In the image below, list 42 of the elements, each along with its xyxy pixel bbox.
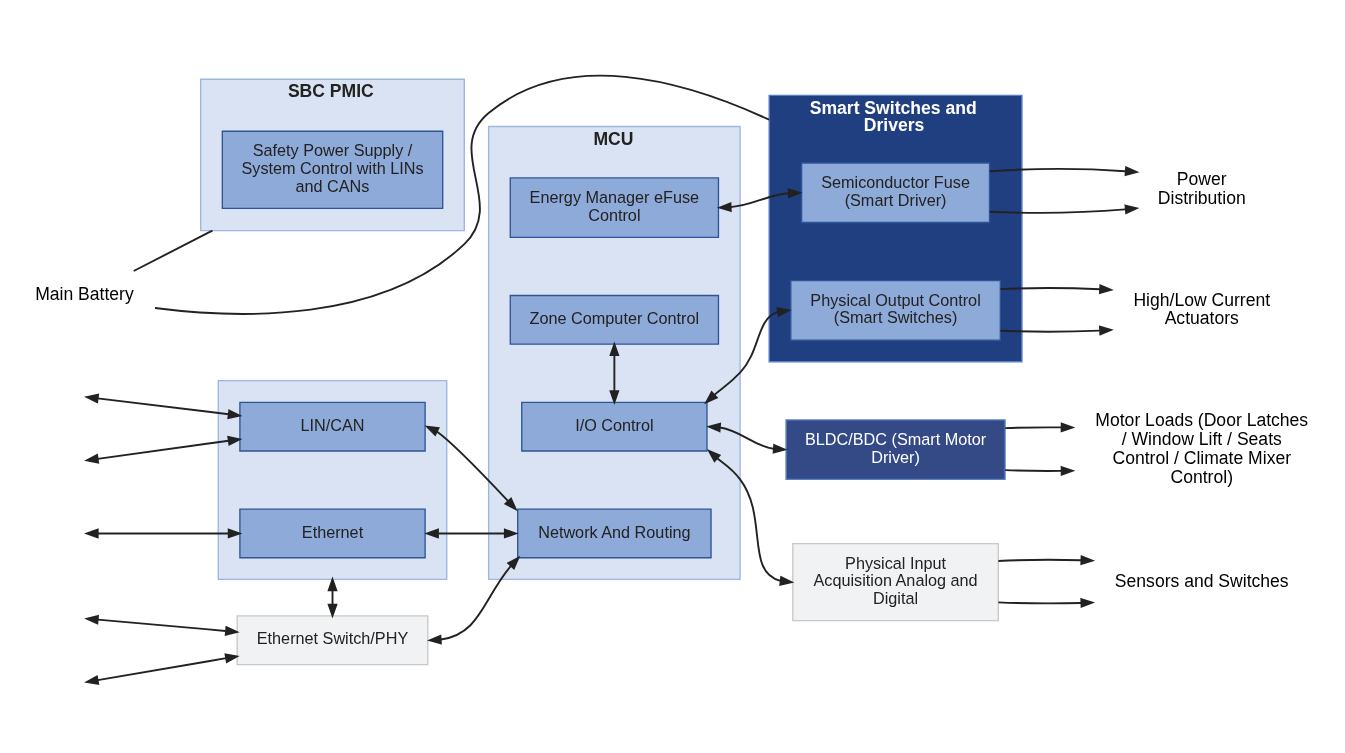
node-text: Sensors and Switches — [1114, 570, 1289, 591]
arrow — [84, 528, 243, 539]
node-text: Power Distribution — [1157, 169, 1246, 209]
connector — [154, 74, 771, 315]
arrow — [706, 422, 788, 454]
node-text: High/Low Current Actuators — [1133, 289, 1271, 329]
node-box: LIN/CAN — [239, 401, 426, 452]
arrow — [706, 449, 795, 586]
arrow — [427, 555, 521, 645]
node-box: Zone Computer Control — [509, 294, 720, 345]
node-box: Physical Input Acquisition Analog and Digital — [792, 542, 999, 622]
arrow — [988, 166, 1140, 177]
node-box: BLDC/BDC (Smart Motor Driver) — [785, 419, 1006, 481]
node-box: Ethernet — [239, 508, 426, 559]
node-box: Safety Power Supply / System Control with LINs and CANs — [221, 130, 444, 209]
node-box: Physical Output Control (Smart Switches) — [790, 279, 1001, 341]
arrow — [84, 653, 240, 686]
node-box: Semiconductor Fuse (Smart Driver) — [800, 162, 991, 224]
arrow — [1004, 465, 1076, 476]
arrow — [424, 425, 518, 512]
arrow — [999, 284, 1114, 295]
node-box: Ethernet Switch/PHY — [236, 615, 429, 666]
arrow — [999, 325, 1114, 336]
arrow — [84, 393, 243, 420]
node-box: Energy Manager eFuse Control — [509, 177, 720, 239]
node-text: Main Battery — [35, 284, 134, 305]
connector — [132, 229, 214, 272]
node-box: Network And Routing — [517, 508, 712, 559]
arrow — [84, 435, 243, 464]
arrow — [327, 576, 338, 619]
arrow — [424, 528, 519, 539]
arrow — [609, 341, 620, 405]
node-text: Motor Loads (Door Latches / Window Lift / Seats Control / Climate Mixer Control) — [1095, 409, 1309, 487]
arrow — [997, 555, 1096, 566]
arrow — [704, 307, 792, 405]
cluster — [217, 380, 448, 581]
arrow — [84, 614, 240, 636]
arrow — [997, 597, 1096, 609]
arrow — [716, 188, 803, 213]
arrow — [988, 204, 1140, 215]
arrow — [1004, 422, 1076, 433]
node-box: I/O Control — [521, 401, 708, 452]
